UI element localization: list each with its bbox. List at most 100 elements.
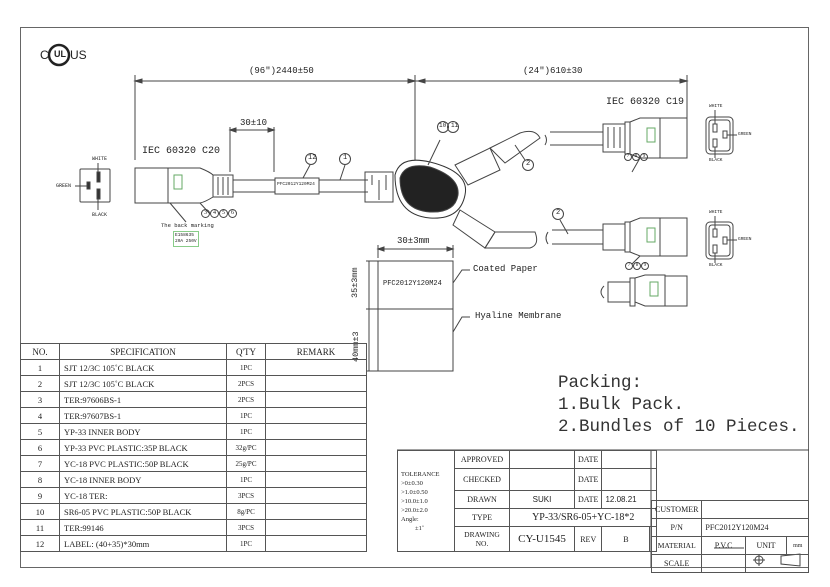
callout-10: 10 [439,122,447,129]
packing-item-1: 1.Bulk Pack. [558,395,685,415]
bom-spec: TER:99146 [59,519,227,536]
callout-8: 8 [633,262,641,270]
branch-cable-length: (24")610±30 [523,66,583,76]
tb-row-drawn: DRAWN SUKI DATE 12.08.21 [398,490,658,509]
bom-spec: TER:97606BS-1 [59,391,227,408]
projection-symbol-icon [744,554,810,573]
tolerance-1: >0±0.30 [401,479,423,487]
rev-value: B [601,526,651,552]
main-cable [274,153,394,203]
label-height-top-dim: 35±3mm [350,267,360,298]
bom-spec: TER:97607BS-1 [59,407,227,424]
bom-no: 1 [20,359,60,376]
callout-2-lower: 2 [556,209,561,217]
bom-remark [265,391,367,408]
callout-9: 9 [640,153,648,161]
bom-no: 8 [20,471,60,488]
scale-label: SCALE [650,554,703,573]
approved-label: APPROVED [454,450,510,469]
main-cable-length: (96")2440±50 [249,66,314,76]
pn-label: P/N [650,518,703,537]
label-detail-text: PFC2012Y120M24 [383,280,442,288]
tolerance-title: TOLERANCE [401,470,440,478]
ul-c-text: C [40,48,49,62]
tb-row-type: TYPE YP-33/SR6-05+YC-18*2 [398,508,658,527]
bom-remark [265,535,367,552]
material-label: MATERIAL [650,536,703,555]
bom-qty: 1PC [226,535,266,552]
bom-spec: YC-18 PVC PLASTIC:50P BLACK [59,455,227,472]
c19-top-green-label: GREEN [738,132,752,137]
bom-no: 4 [20,407,60,424]
bom-spec: SJT 12/3C 105˚C BLACK [59,359,227,376]
bom-no: 6 [20,439,60,456]
bom-spec: YP-33 INNER BODY [59,423,227,440]
callout-7: 7 [625,262,633,270]
packing-notes: Packing: 1.Bulk Pack. 2.Bundles of 10 Pi… [558,372,800,438]
c19-callouts-top: 7 8 9 [624,153,648,161]
lower-branch [545,208,688,307]
bom-remark [265,375,367,392]
c20-green-label: GREEN [56,183,72,189]
type-value: YP-33/SR6-05+YC-18*2 [508,508,658,527]
c19-bottom-green-label: GREEN [738,237,752,242]
checked-date-label: DATE [573,468,603,491]
bom-qty: 32g/PC [226,439,266,456]
rev-label: REV [573,526,603,552]
drawn-value: SUKI [509,490,575,509]
bom-spec: YP-33 PVC PLASTIC:35P BLACK [59,439,227,456]
c19-title: IEC 60320 C19 [606,97,685,108]
c20-title: IEC 60320 C20 [142,146,221,157]
label-offset-dim: 30±10 [240,118,268,128]
pn-value: PFC2012Y120M24 [701,518,810,537]
coated-paper-text: Coated Paper [473,264,538,274]
ul-mark-text: UL [54,49,66,59]
customer-label: CUSTOMER [650,500,703,519]
tb-row-approved: TOLERANCE >0±0.30 >1.0±0.50 >10.0±1.0 >2… [397,450,658,552]
callout-3: 3 [201,209,210,218]
bom-header-remark: REMARK [265,343,367,360]
back-marking-label: The back marking [161,222,214,229]
bom-remark [265,519,367,536]
callout-7: 7 [624,153,632,161]
scale-value [701,554,746,573]
bom-no: 5 [20,423,60,440]
callout-4: 4 [210,209,219,218]
tolerance-3: >10.0±1.0 [401,497,428,505]
tolerance-cell: TOLERANCE >0±0.30 >1.0±0.50 >10.0±1.0 >2… [397,450,455,552]
c19-top-white-label: WHITE [709,104,723,109]
c19-bottom-black-label: BLACK [709,263,723,268]
bom-header-spec: SPECIFICATION [59,343,227,360]
callout-6: 6 [228,209,237,218]
drawing-no-value: CY-U1545 [509,526,575,552]
bom-qty: 8g/PC [226,503,266,520]
back-marking-line-2: 20A 250V [175,239,197,244]
unit-value: mm [786,536,810,555]
bom-remark [265,471,367,488]
tb-row-customer: CUSTOMER [650,500,810,519]
bom-qty: 2PCS [226,375,266,392]
label-detail [366,245,470,372]
bom-spec: YC-18 INNER BODY [59,471,227,488]
bom-qty: 25g/PC [226,455,266,472]
callout-1: 1 [343,154,348,162]
bom-remark [265,407,367,424]
bom-spec: SR6-05 PVC PLASTIC:50P BLACK [59,503,227,520]
customer-value [701,500,810,519]
drawing-frame [20,27,809,568]
bom-qty: 1PC [226,359,266,376]
bom-qty: 1PC [226,407,266,424]
bom-remark [265,455,367,472]
tb-row-material: MATERIAL P.V.C UNIT mm [650,536,810,555]
bom-qty: 3PCS [226,487,266,504]
label-offset-dimension [228,127,276,172]
c20-black-label: BLACK [92,212,108,218]
c20-white-label: WHITE [92,156,108,162]
